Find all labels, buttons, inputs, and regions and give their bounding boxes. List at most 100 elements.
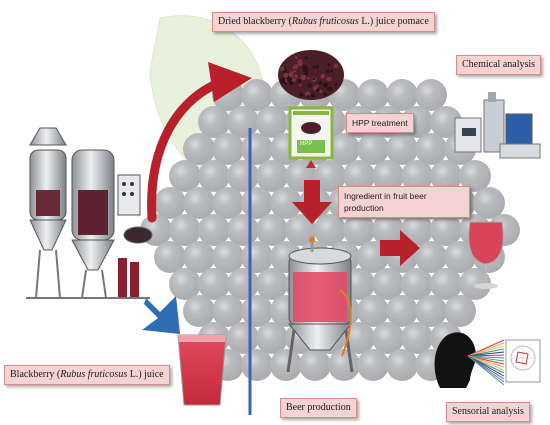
- sensorial-analysis-label: Sensorial analysis: [446, 402, 530, 422]
- pomace-speck: [293, 69, 296, 73]
- pomace-speck: [292, 66, 296, 69]
- hpp-pressure-arrow: [306, 160, 316, 168]
- drupelet: [343, 322, 375, 354]
- drupelet: [241, 79, 273, 111]
- juice-label: Blackberry (Rubus fruticosus L.) juice: [4, 365, 170, 385]
- pomace-speck: [316, 84, 319, 88]
- drupelet: [430, 268, 462, 300]
- drupelet: [415, 241, 447, 273]
- pomace-speck: [312, 65, 316, 69]
- pomace-speck: [280, 66, 285, 72]
- drupelet: [183, 133, 215, 165]
- drupelet: [401, 268, 433, 300]
- drupelet: [227, 214, 259, 246]
- drupelet: [444, 241, 476, 273]
- curved-arrow-to-pomace: [147, 62, 252, 223]
- drupelet: [154, 187, 186, 219]
- drupelet: [459, 160, 491, 192]
- drupelet: [256, 322, 288, 354]
- drupelet: [270, 349, 302, 381]
- drupelet: [212, 241, 244, 273]
- pomace-speck: [320, 73, 325, 79]
- drupelet: [372, 268, 404, 300]
- pomace-speck: [316, 88, 320, 92]
- drupelet: [357, 349, 389, 381]
- drupelet: [386, 79, 418, 111]
- drupelet: [401, 322, 433, 354]
- pomace-speck: [297, 79, 302, 83]
- beer-production-label: Beer production: [280, 398, 357, 418]
- drupelet: [415, 133, 447, 165]
- sensory-ray: [467, 355, 505, 386]
- pomace-speck: [297, 61, 303, 67]
- pomace-speck: [302, 65, 307, 71]
- drupelet: [372, 214, 404, 246]
- sensorial-illustration: [434, 332, 541, 388]
- pomace-speck: [318, 80, 323, 85]
- drupelet: [328, 349, 360, 381]
- drupelet: [241, 187, 273, 219]
- drupelet: [169, 160, 201, 192]
- blue-arrow-to-juice: [142, 296, 180, 334]
- pomace-speck: [322, 82, 329, 88]
- drupelet: [169, 268, 201, 300]
- hpp-treatment-label: HPP treatment: [346, 113, 414, 133]
- drupelet: [183, 295, 215, 327]
- pomace-label: Dried blackberry (Rubus fruticosus L.) j…: [212, 12, 435, 32]
- pomace-speck: [306, 95, 310, 98]
- drupelet: [241, 133, 273, 165]
- drupelet: [198, 268, 230, 300]
- drupelet: [401, 160, 433, 192]
- pomace-speck: [323, 92, 328, 97]
- drupelet: [256, 268, 288, 300]
- drupelet: [314, 214, 346, 246]
- drupelet: [212, 187, 244, 219]
- lab-instrument-image: [454, 92, 541, 159]
- pomace-speck: [304, 72, 309, 76]
- pomace-speck: [283, 72, 289, 78]
- pomace-speck: [319, 89, 323, 93]
- drupelet: [227, 268, 259, 300]
- down-arrow-to-beer: [292, 180, 332, 224]
- pomace-speck: [333, 63, 339, 69]
- drupelet: [299, 349, 331, 381]
- pomace-speck: [286, 76, 293, 83]
- pomace-speck: [327, 86, 333, 92]
- drupelet: [473, 187, 505, 219]
- drupelet: [227, 160, 259, 192]
- drupelet: [227, 106, 259, 138]
- drupelet: [169, 214, 201, 246]
- pomace-speck: [294, 74, 298, 78]
- drupelet: [198, 214, 230, 246]
- drupelet: [256, 160, 288, 192]
- pomace-speck: [326, 77, 331, 82]
- drupelet: [357, 133, 389, 165]
- drupelet: [154, 241, 186, 273]
- drupelet: [430, 214, 462, 246]
- pomace-speck: [334, 83, 338, 86]
- drupelet: [430, 160, 462, 192]
- drupelet: [357, 79, 389, 111]
- drupelet: [372, 160, 404, 192]
- pomace-speck: [305, 91, 311, 97]
- pomace-speck: [300, 74, 307, 80]
- pomace-speck: [307, 76, 310, 80]
- juice-label-prefix: Blackberry (: [10, 369, 61, 380]
- pomace-speck: [299, 92, 304, 97]
- drupelet: [386, 349, 418, 381]
- drupelet: [386, 133, 418, 165]
- sensorial-analysis-text: Sensorial analysis: [452, 406, 524, 417]
- pomace-speck: [299, 84, 302, 87]
- drupelet: [415, 295, 447, 327]
- pomace-speck: [327, 63, 331, 67]
- ingredient-line-2: production: [344, 203, 384, 213]
- fermenter-image: [286, 236, 354, 373]
- juice-label-latin: Rubus fruticosus: [60, 369, 128, 380]
- pomace-label-prefix: Dried blackberry (: [218, 16, 292, 27]
- drupelet: [459, 268, 491, 300]
- juice-glass-image: [177, 334, 227, 406]
- beer-glass-image: [468, 221, 504, 289]
- pomace-speck: [291, 77, 296, 83]
- drupelet: [241, 295, 273, 327]
